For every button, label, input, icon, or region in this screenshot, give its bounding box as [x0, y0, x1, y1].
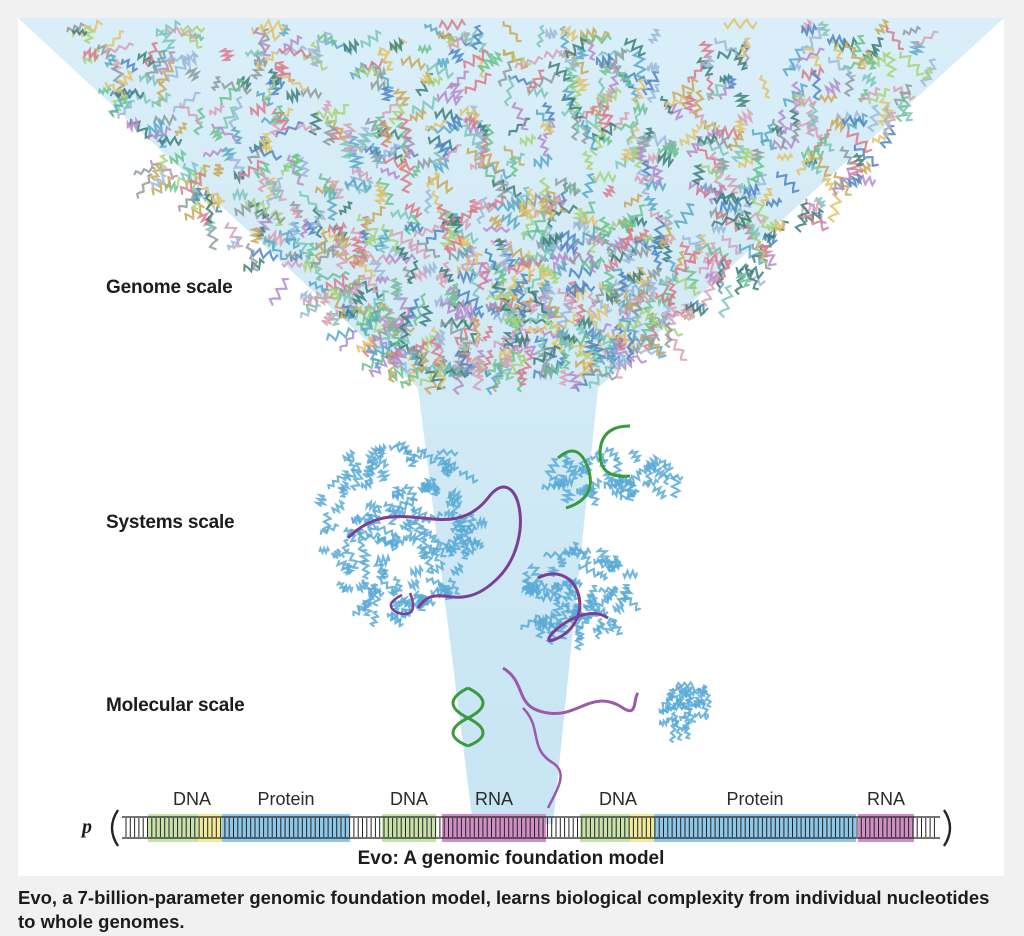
segment-label-dna-3: DNA — [598, 789, 637, 809]
systems-scale-molecules — [312, 424, 684, 651]
genome-protein-cloud — [66, 18, 939, 395]
model-title: Evo: A genomic foundation model — [357, 848, 665, 869]
open-paren — [110, 809, 120, 847]
sequence-strand — [110, 809, 952, 847]
segment-label-rna-2: RNA — [866, 789, 905, 809]
systems-scale-label: Systems scale — [106, 512, 235, 533]
segment-label-dna-2: DNA — [389, 789, 428, 809]
close-paren — [942, 809, 952, 847]
scale-funnel — [18, 18, 1004, 824]
segment-protein-1 — [222, 814, 350, 842]
segment-label-dna-1: DNA — [172, 789, 211, 809]
segment-label-protein-2: Protein — [726, 789, 784, 809]
genome-scale-label: Genome scale — [106, 277, 233, 298]
figure-artwork — [18, 18, 1004, 847]
figure-caption: Evo, a 7-billion-parameter genomic found… — [18, 887, 990, 932]
segment-label-protein-1: Protein — [257, 789, 315, 809]
molecular-scale-label: Molecular scale — [106, 695, 245, 716]
segment-label-rna-1: RNA — [474, 789, 513, 809]
segment-rna-3 — [442, 814, 546, 842]
segment-accent-1 — [198, 814, 222, 842]
evo-figure: Genome scale Systems scale Molecular sca… — [18, 18, 1004, 876]
molecular-scale-molecules — [451, 666, 713, 809]
p-symbol: p — [82, 816, 92, 838]
